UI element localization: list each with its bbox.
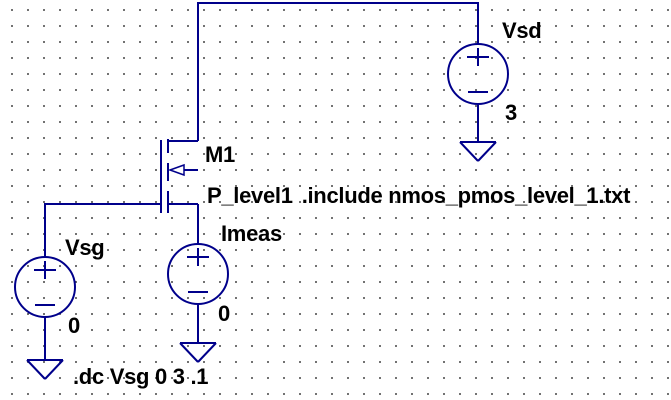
dc-sweep-directive-text[interactable]: .dc Vsg 0 3 .1 xyxy=(73,364,209,389)
imeas-designator-label[interactable]: Imeas xyxy=(221,221,282,246)
ground-symbol-imeas[interactable] xyxy=(179,342,217,363)
voltage-source-imeas-symbol[interactable] xyxy=(167,243,229,305)
pmos-arrow-icon xyxy=(167,163,185,177)
ground-symbol-vsg[interactable] xyxy=(26,359,64,380)
vsg-value-label[interactable]: 0 xyxy=(68,313,80,338)
imeas-value-label[interactable]: 0 xyxy=(218,301,230,326)
vsd-designator-label[interactable]: Vsd xyxy=(502,18,542,43)
plus-icon xyxy=(187,248,209,266)
m1-designator-label[interactable]: M1 xyxy=(205,142,235,167)
ground-symbol-vsd[interactable] xyxy=(459,141,497,162)
pmos-transistor-m1-symbol[interactable] xyxy=(160,139,198,213)
wire-top-rail[interactable] xyxy=(197,2,479,141)
vsg-designator-label[interactable]: Vsg xyxy=(65,235,105,260)
wire-gate-to-vsg[interactable] xyxy=(44,203,161,257)
m1-model-label[interactable]: P_level1 xyxy=(207,183,293,208)
vsd-value-label[interactable]: 3 xyxy=(505,100,517,125)
plus-icon xyxy=(34,261,56,279)
voltage-source-vsg-symbol[interactable] xyxy=(14,256,76,318)
plus-icon xyxy=(467,48,489,66)
voltage-source-vsd-symbol[interactable] xyxy=(447,43,509,105)
include-directive-text[interactable]: .include nmos_pmos_level_1.txt xyxy=(301,183,631,208)
